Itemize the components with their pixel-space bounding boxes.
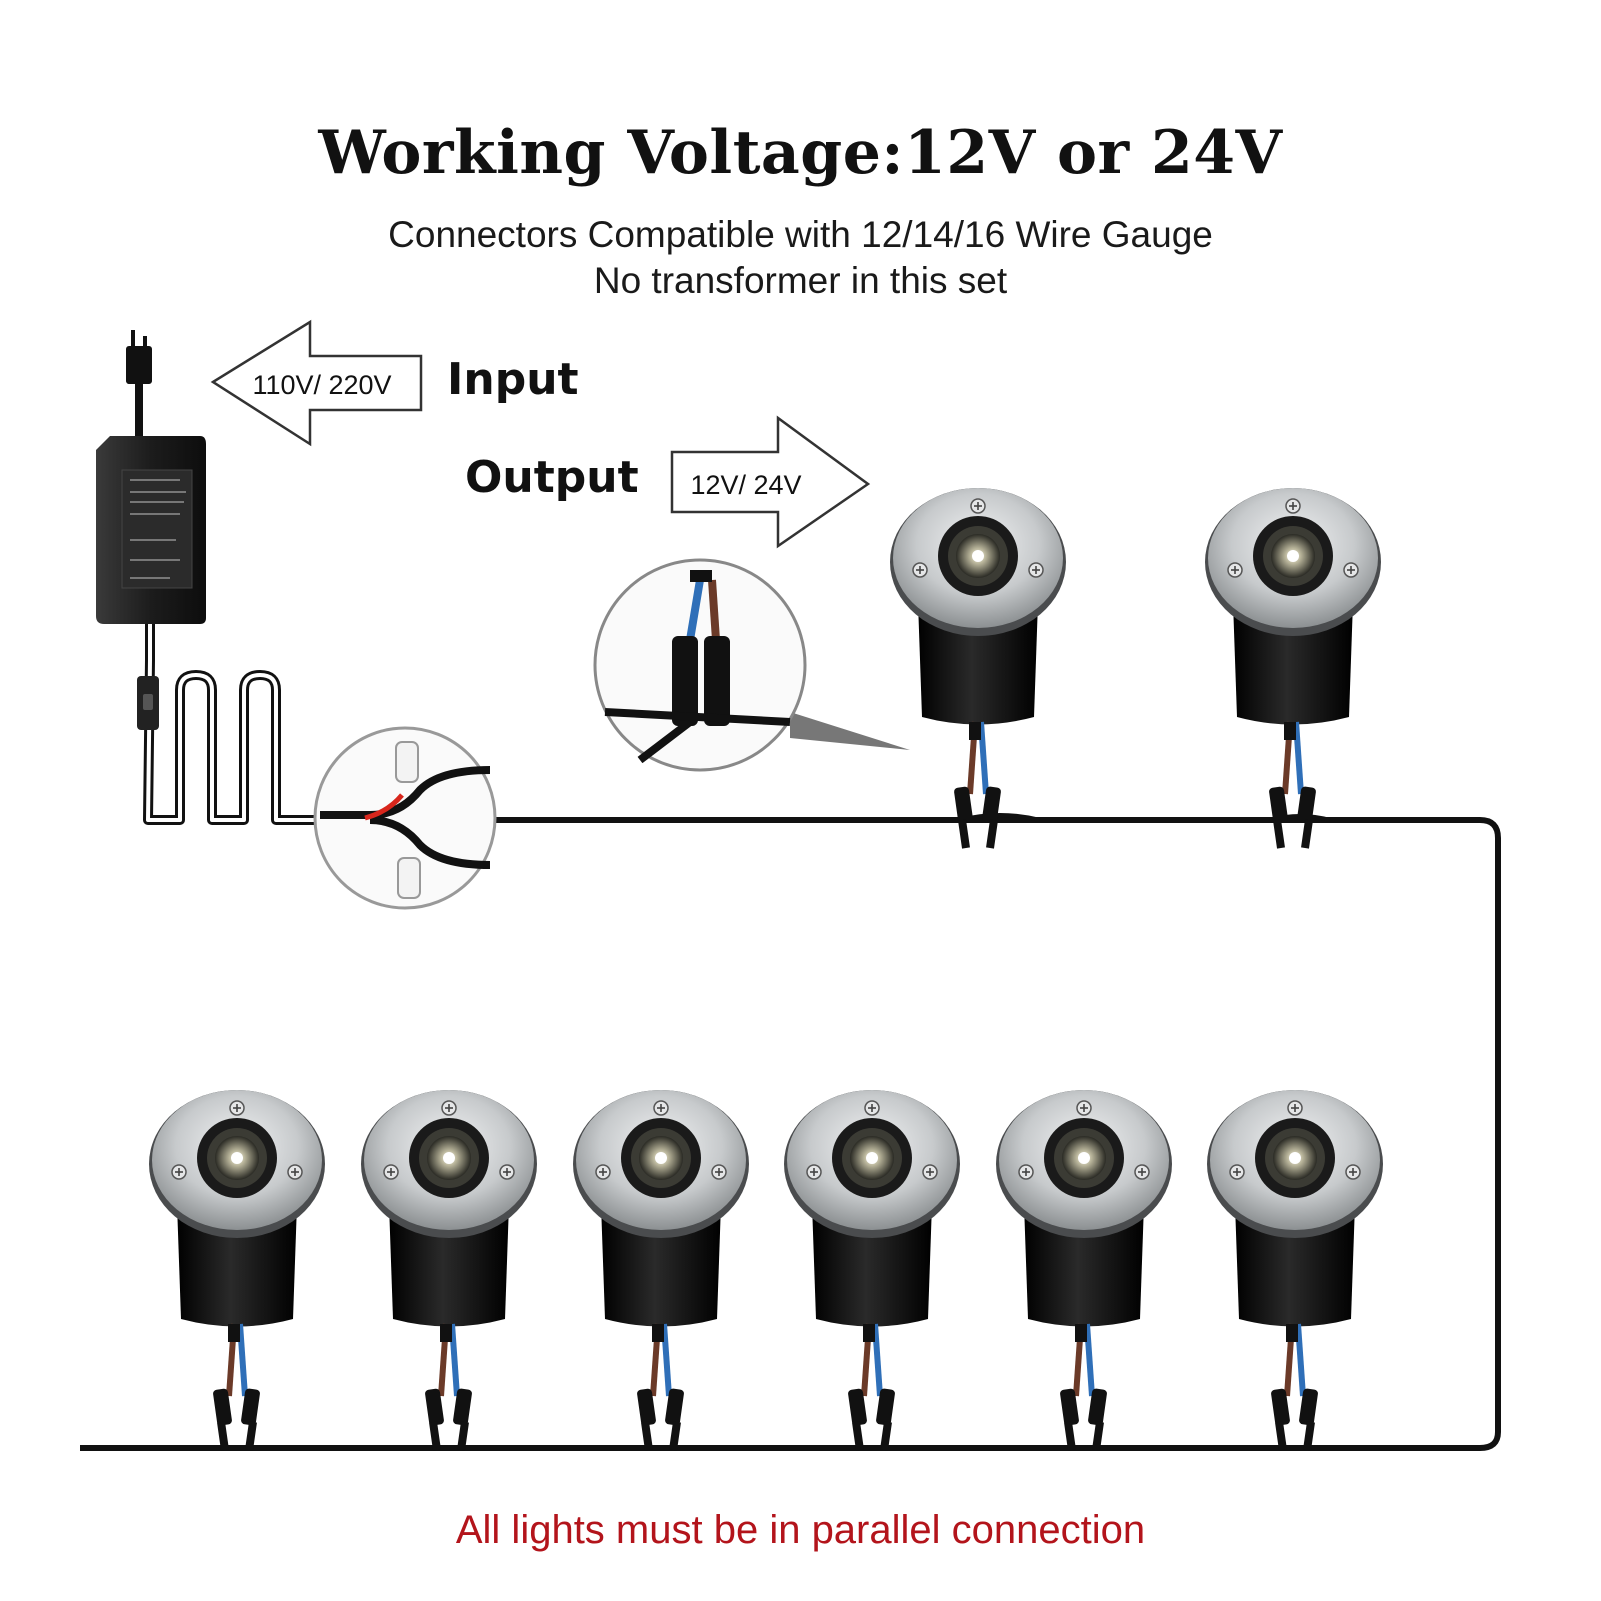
subtitle-no-transformer: No transformer in this set [593,260,1008,301]
output-arrow: 12V/ 24V [670,415,871,549]
light-bottom-4 [784,1090,960,1450]
connector-detail-zoom [593,558,910,772]
light-top-2 [1205,488,1381,848]
input-voltage: 110V/ 220V [252,370,391,400]
light-top-1 [890,488,1066,848]
parallel-connection-note: All lights must be in parallel connectio… [455,1508,1146,1552]
light-bottom-2 [361,1090,537,1450]
subtitle-wire-gauge: Connectors Compatible with 12/14/16 Wire… [388,214,1213,255]
light-bottom-1 [149,1090,325,1450]
light-bottom-5 [996,1090,1172,1450]
light-bottom-6 [1207,1090,1383,1450]
power-plug-icon [126,330,152,436]
output-voltage: 12V/ 24V [690,470,801,500]
page-title: Working Voltage:12V or 24V [318,118,1283,188]
input-arrow: 110V/ 220V [210,319,423,447]
light-bottom-3 [573,1090,749,1450]
output-label: Output [465,452,639,503]
main-wire [80,817,1501,1451]
power-adapter [96,436,206,624]
splice-detail-zoom [313,726,497,910]
input-label: Input [447,354,579,405]
